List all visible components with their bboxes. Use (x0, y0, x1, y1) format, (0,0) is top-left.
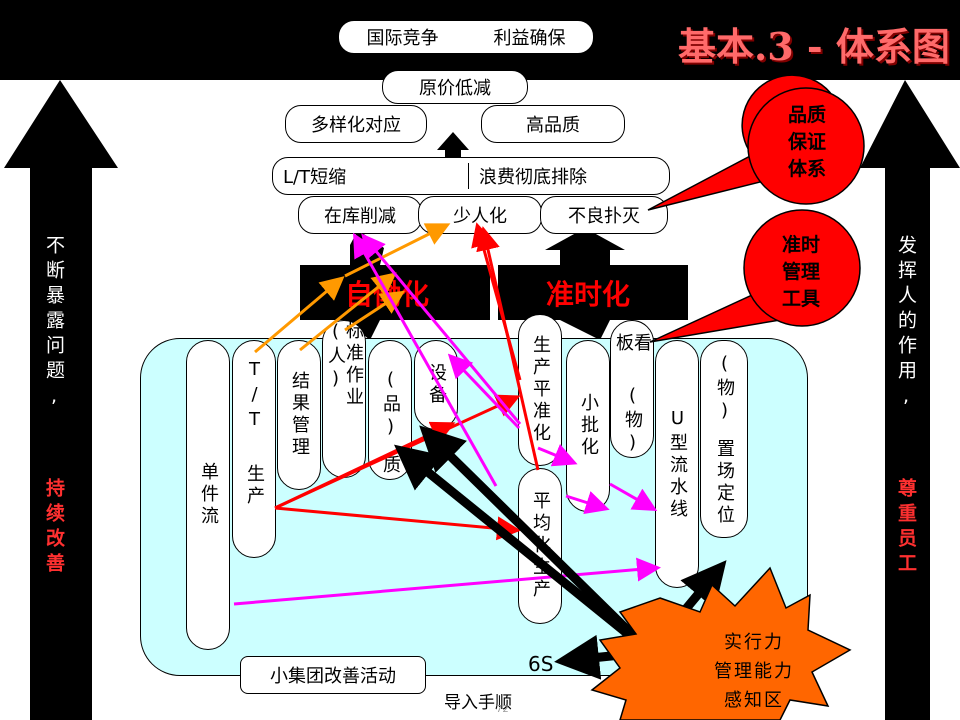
six-s-label: 6S (528, 652, 554, 676)
u-line-label: U型流水线 (667, 407, 688, 521)
right-arrow-red-text: 尊重员工 (895, 478, 917, 578)
magenta-arrow-7 (353, 232, 498, 487)
lt-waste-box: L/T短缩 浪费彻底排除 (272, 157, 670, 195)
tt-label-a: T/T (244, 359, 265, 434)
red-arrow-3 (274, 506, 521, 541)
column-single-flow: 单件流 (186, 340, 230, 650)
page-number: 72 (496, 704, 509, 715)
magenta-arrow-6 (361, 233, 522, 425)
column-standard: 标准作业(人) (322, 320, 366, 478)
defect-box: 不良扑灭 (540, 196, 668, 234)
small-up-arrow (437, 132, 469, 160)
right-up-arrow (860, 80, 960, 720)
intro-label: 导入手顺 (444, 693, 512, 713)
starburst (590, 566, 852, 720)
page-title: 基本.3 - 体系图 (678, 24, 950, 69)
column-kanban: 看板 (物) (610, 320, 654, 458)
jit-tools-callout: 准时管理工具 (781, 234, 820, 310)
black-arrow-2 (419, 425, 654, 656)
jit-pillar-arrow (498, 228, 688, 340)
kanban-label-a: 看板 (613, 333, 652, 355)
top-goal-box: 国际竞争 利益确保 (338, 20, 594, 54)
left-arrow-red-text: 持续改善 (43, 478, 65, 578)
black-arrow-1 (394, 444, 653, 656)
left-arrow-text: 不断暴露问题, (43, 235, 65, 413)
small-group-box: 小集团改善活动 (240, 656, 426, 694)
variety-box: 多样化对应 (285, 105, 427, 143)
magenta-arrow-1 (233, 557, 661, 606)
starburst-line-1: 实行力 (724, 632, 784, 653)
jit-label: 准时化 (546, 278, 631, 311)
tt-label-b: 生产 (244, 464, 265, 508)
waste-label: 浪费彻底排除 (468, 163, 587, 189)
quality-label-a: (品) (380, 369, 401, 441)
kanban-label-b: (物) (622, 385, 643, 457)
starburst-line-2: 管理能力 (714, 661, 794, 682)
goal-competition: 国际竞争 (366, 28, 439, 49)
magenta-arrow-4 (537, 444, 578, 467)
orange-arrow-2 (299, 272, 397, 352)
place-label-a: (物) (714, 353, 735, 425)
goal-profit: 利益确保 (493, 28, 566, 49)
lt-label: L/T短缩 (283, 167, 347, 188)
small-lot-label: 小批化 (578, 393, 599, 459)
standard-label: 标准作业(人) (325, 321, 364, 409)
single-flow-label: 单件流 (198, 462, 219, 528)
column-leveling: 生产平准化 (518, 314, 562, 466)
column-result: 结果管理 (277, 340, 321, 490)
inventory-box: 在库削减 (298, 196, 422, 234)
starburst-text: 实行力 管理能力 感知区 (704, 628, 804, 715)
red-arrow-5 (476, 226, 540, 471)
leveling-label: 生产平准化 (530, 335, 551, 445)
column-place: (物) 置场定位 (700, 340, 748, 538)
orange-arrow-1 (254, 276, 345, 354)
column-tt: T/T 生产 (232, 340, 276, 558)
quality-box: 高品质 (481, 105, 625, 143)
magenta-arrow-2 (609, 482, 658, 511)
cost-reduction-box: 原价低减 (382, 70, 528, 104)
result-label: 结果管理 (289, 371, 310, 459)
orange-arrow-3 (344, 223, 451, 278)
quality-system-callout: 品质保证体系 (787, 104, 826, 180)
column-small-lot: 小批化 (566, 340, 610, 512)
quality-callout-circle (747, 87, 865, 205)
jit-callout-circle (743, 209, 861, 327)
magenta-arrow-3 (565, 491, 610, 515)
place-label-b: 置场定位 (714, 439, 735, 527)
left-up-arrow (4, 80, 118, 720)
magenta-arrow-5 (447, 353, 521, 430)
right-arrow-text: 发挥人的作用, (895, 235, 917, 413)
column-u-line: U型流水线 (655, 340, 699, 588)
starburst-line-3: 感知区 (724, 690, 784, 711)
